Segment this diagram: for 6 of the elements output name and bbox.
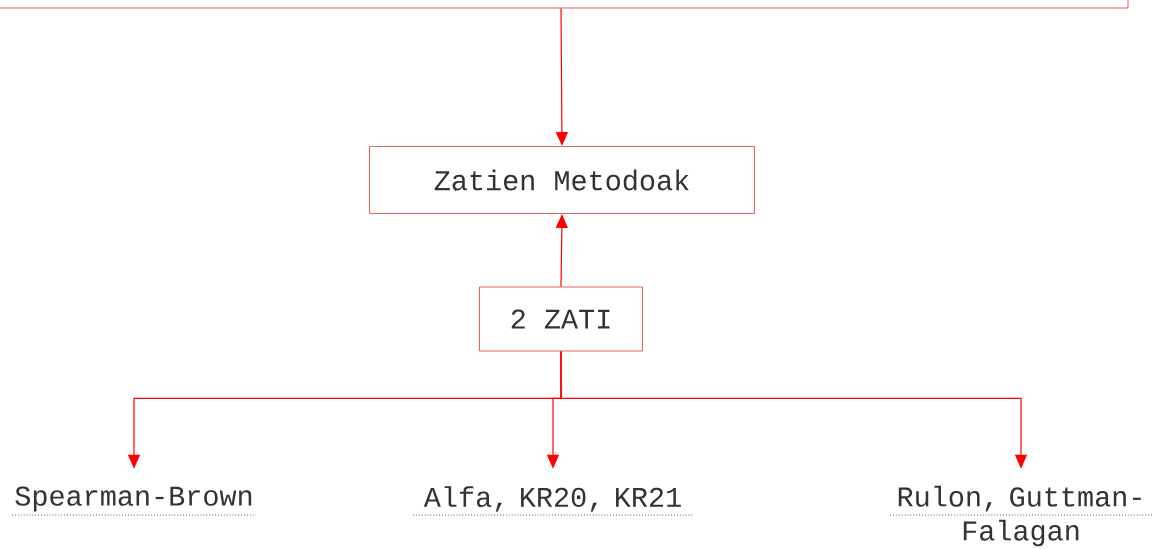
process-box — [0, 0, 1129, 9]
method-label: Spearman-Brown — [11, 486, 257, 516]
method-label: Rulon, Guttman-Falagan — [889, 485, 1153, 547]
process-box: Zatien Metodoak — [369, 146, 755, 214]
method-label: Alfa, KR20, KR21 — [412, 486, 695, 516]
process-box: 2 ZATI — [479, 286, 643, 352]
